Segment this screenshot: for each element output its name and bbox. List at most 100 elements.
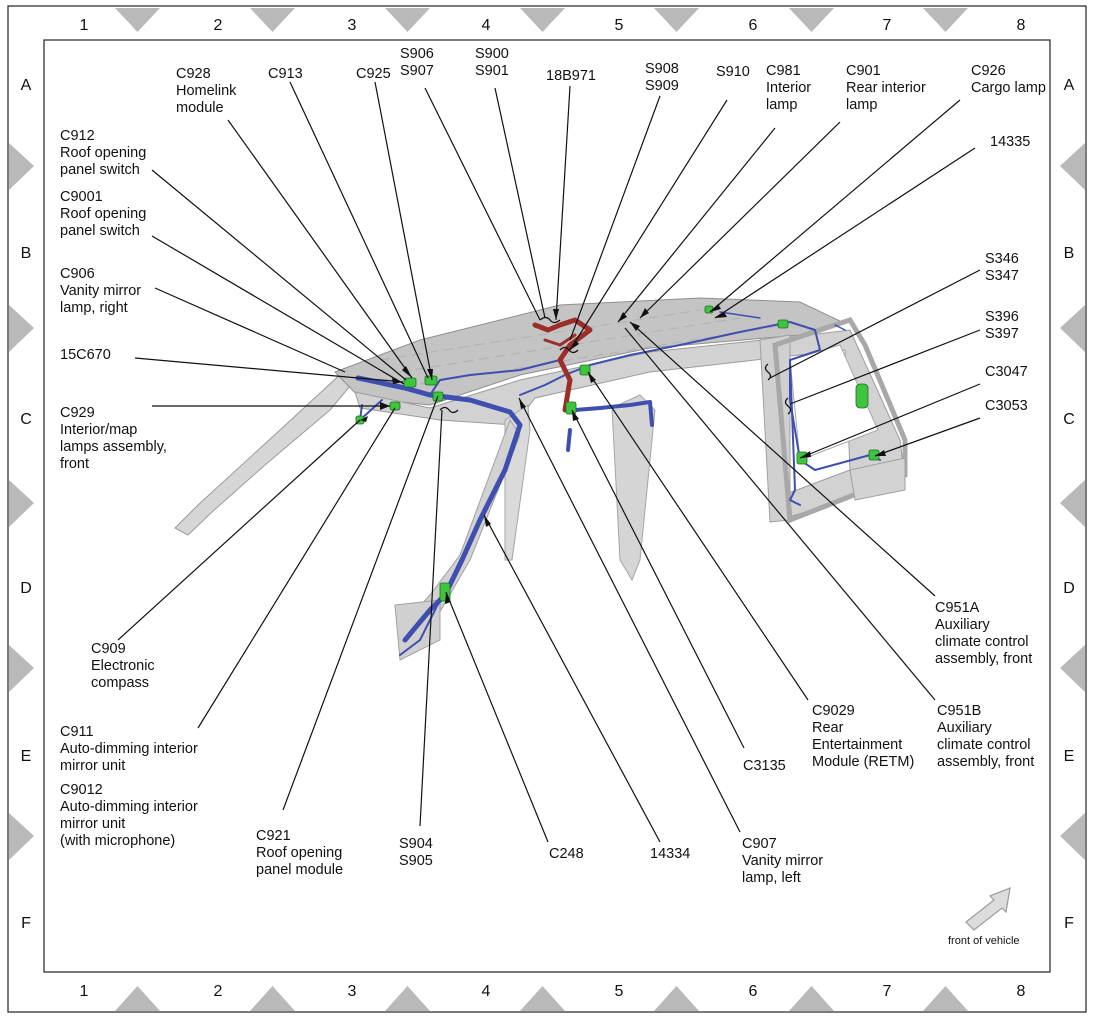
splice-mark	[539, 316, 561, 324]
arrowhead	[402, 366, 412, 378]
harness-main-blue	[719, 311, 846, 331]
bottom-triangle	[385, 986, 430, 1011]
label-c906: C906 Vanity mirror lamp, right	[60, 266, 142, 316]
label-c3135: C3135	[743, 758, 786, 774]
harness-main-blue	[399, 599, 441, 656]
top-triangle	[520, 8, 565, 32]
row-label-left: E	[20, 748, 32, 765]
left-triangle	[9, 813, 34, 860]
label-s906-s907: S906 S907	[400, 46, 434, 79]
leader-line	[151, 169, 407, 381]
right-triangle	[1060, 480, 1085, 527]
label-c909: C909 Electronic compass	[91, 641, 155, 691]
label-c928: C928 Homelink module	[176, 66, 237, 116]
top-triangle	[115, 8, 160, 32]
arrowhead	[572, 410, 579, 421]
leader-line	[289, 81, 429, 379]
leader-line	[374, 81, 433, 381]
connector	[704, 305, 714, 314]
connector	[855, 383, 869, 409]
left-triangle	[9, 645, 34, 692]
harness-red	[532, 317, 593, 413]
leader-line	[555, 85, 571, 321]
left-triangle	[9, 480, 34, 527]
column-label-bottom: 7	[882, 983, 892, 1000]
label-s910: S910	[716, 64, 750, 80]
bottom-triangle	[115, 986, 160, 1011]
leader-line	[518, 397, 741, 833]
column-label-bottom: 2	[213, 983, 223, 1000]
leader-line	[197, 407, 396, 729]
column-label-top: 8	[1016, 17, 1026, 34]
outer-frame	[7, 5, 1087, 1013]
leader-line	[569, 95, 661, 341]
right-triangle	[1060, 645, 1085, 692]
bottom-triangle	[789, 986, 834, 1011]
label-c981: C981 Interior lamp	[766, 63, 812, 113]
front-of-vehicle-label: front of vehicle	[948, 935, 1020, 947]
leader-line	[151, 235, 405, 385]
arrowhead	[553, 309, 559, 320]
label-c9012: C9012 Auto-dimming interior mirror unit …	[60, 782, 198, 849]
label-s908-s909: S908 S909	[645, 61, 679, 94]
label-c907: C907 Vanity mirror lamp, left	[742, 836, 824, 886]
leader-line	[569, 99, 728, 351]
arrowhead	[570, 340, 579, 350]
arrowheads	[360, 304, 886, 604]
bottom-triangle	[654, 986, 699, 1011]
column-label-bottom: 5	[614, 983, 624, 1000]
harness-main-blue	[573, 400, 654, 427]
connector	[777, 319, 789, 329]
column-label-bottom: 8	[1016, 983, 1026, 1000]
row-label-right: E	[1063, 748, 1075, 765]
label-c901: C901 Rear interior lamp	[846, 63, 926, 113]
column-label-top: 7	[882, 17, 892, 34]
connector	[403, 377, 417, 388]
right-triangle	[1060, 813, 1085, 860]
label-s900-s901: S900 S901	[475, 46, 509, 79]
windshield-pillar	[174, 367, 367, 536]
top-triangle	[654, 8, 699, 32]
label-c913: C913	[268, 66, 303, 82]
splice-mark	[559, 346, 579, 354]
harness-main-blue	[789, 329, 881, 471]
roof-ribs	[379, 309, 781, 385]
column-label-bottom: 4	[481, 983, 491, 1000]
right-triangle	[1060, 143, 1085, 190]
top-triangle	[789, 8, 834, 32]
leader-line	[799, 383, 981, 459]
arrowhead	[392, 378, 403, 384]
column-label-top: 4	[481, 17, 491, 34]
arrowhead	[715, 312, 727, 318]
leader-line	[629, 321, 936, 597]
column-label-top: 2	[213, 17, 223, 34]
label-c3047: C3047	[985, 364, 1028, 380]
arrowhead	[588, 372, 596, 383]
rear-tail-panel	[849, 457, 906, 501]
column-label-bottom: 1	[79, 983, 89, 1000]
connector	[565, 401, 577, 415]
row-label-right: C	[1063, 411, 1075, 428]
label-c912: C912 Roof opening panel switch	[60, 128, 147, 178]
harness-main-blue	[789, 359, 801, 506]
leader-line	[134, 357, 404, 383]
arrowhead	[710, 304, 721, 312]
label-c248: C248	[549, 846, 584, 862]
splice-mark	[784, 397, 792, 415]
arrowhead	[618, 312, 627, 322]
label-s396-s397: S396 S397	[985, 309, 1019, 342]
edge-triangles	[9, 8, 1085, 1011]
label-18b971: 18B971	[546, 68, 596, 84]
label-c926: C926 Cargo lamp	[971, 63, 1046, 96]
leader-line	[769, 269, 981, 379]
inner-frame	[43, 39, 1051, 973]
arrowhead	[519, 398, 526, 409]
column-label-top: 6	[748, 17, 758, 34]
arrowhead	[360, 416, 368, 422]
leader-line	[617, 127, 776, 323]
bottom-triangle	[923, 986, 968, 1011]
bottom-triangle	[520, 986, 565, 1011]
column-label-top: 3	[347, 17, 357, 34]
label-s904-s905: S904 S905	[399, 836, 433, 869]
